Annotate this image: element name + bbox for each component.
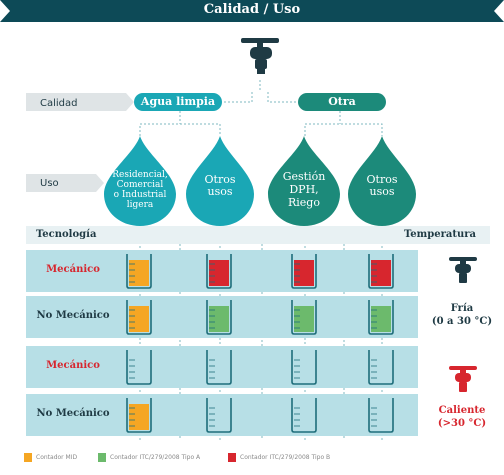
- temp-fria: Fría (0 a 30 °C): [431, 303, 493, 327]
- dark-tap-icon: [449, 257, 477, 283]
- meter-glass-icon: [206, 254, 232, 289]
- meter-outline: [291, 350, 317, 385]
- drop-otros-usos-1: [186, 136, 254, 226]
- meter-outline: [206, 398, 232, 433]
- label-temperatura: Temperatura: [404, 229, 476, 240]
- band-row: [26, 394, 418, 436]
- meter-outline: [368, 300, 394, 335]
- temp-caliente: Caliente (>30 °C): [437, 405, 487, 429]
- meter-outline: [368, 398, 394, 433]
- drop-gestion: [268, 136, 340, 226]
- band-label: Mecánico: [46, 264, 100, 275]
- meter-outline: [291, 398, 317, 433]
- legend-label-tipo-b: Contador ITC/279/2008 Tipo B: [240, 454, 331, 461]
- meter-glass-icon: [368, 254, 394, 289]
- meter-glass-icon: [368, 350, 394, 385]
- row-arrow-calidad: [26, 93, 134, 111]
- meter-glass-icon: [291, 254, 317, 289]
- meter-glass-icon: [368, 398, 394, 433]
- meter-fill: [294, 306, 314, 332]
- meter-outline: [368, 254, 394, 289]
- water-tap-icon: [241, 38, 279, 74]
- meter-outline: [206, 254, 232, 289]
- meter-glass-icon: [206, 350, 232, 385]
- drop-otros-usos-2: [348, 136, 416, 226]
- legend-swatch-tipo-a: [98, 453, 106, 462]
- legend: Contador MID Contador ITC/279/2008 Tipo …: [24, 451, 494, 465]
- meter-fill: [371, 306, 391, 332]
- header-banner: [0, 0, 504, 22]
- meter-fill: [209, 306, 229, 332]
- pill-agua-limpia: Agua limpia: [134, 93, 222, 111]
- band-label: No Mecánico: [36, 408, 110, 419]
- meter-glass-icon: [206, 300, 232, 335]
- meter-outline: [126, 398, 152, 433]
- meter-fill: [371, 260, 391, 286]
- band-label: Mecánico: [46, 360, 100, 371]
- meter-outline: [291, 254, 317, 289]
- meter-glass-icon: [126, 350, 152, 385]
- header-strip: [26, 226, 490, 244]
- legend-label-tipo-a: Contador ITC/279/2008 Tipo A: [110, 454, 201, 461]
- meter-outline: [206, 300, 232, 335]
- meter-outline: [126, 300, 152, 335]
- meter-glass-icon: [206, 398, 232, 433]
- red-tap-icon: [449, 366, 477, 392]
- legend-swatch-mid: [24, 453, 32, 462]
- meter-glass-icon: [126, 254, 152, 289]
- drop-residencial: [104, 136, 176, 226]
- meter-glass-icon: [291, 350, 317, 385]
- meter-fill: [129, 306, 149, 332]
- meter-fill: [129, 260, 149, 286]
- row-label-calidad-text: Calidad: [40, 98, 78, 109]
- meter-outline: [291, 300, 317, 335]
- meter-outline: [126, 254, 152, 289]
- legend-label-mid: Contador MID: [36, 454, 78, 461]
- meter-fill: [129, 404, 149, 430]
- meter-fill: [209, 260, 229, 286]
- row-label-uso: Uso: [40, 178, 59, 189]
- meter-glass-icon: [291, 300, 317, 335]
- band-row: [26, 346, 418, 388]
- meter-glass-icon: [291, 398, 317, 433]
- legend-swatch-tipo-b: [228, 453, 236, 462]
- meter-outline: [368, 350, 394, 385]
- meter-glass-icon: [368, 300, 394, 335]
- meter-outline: [206, 350, 232, 385]
- meter-outline: [126, 350, 152, 385]
- meter-fill: [294, 260, 314, 286]
- meter-glass-icon: [126, 300, 152, 335]
- label-tecnologia: Tecnología: [36, 229, 97, 240]
- meter-glass-icon: [126, 398, 152, 433]
- row-arrow-uso: [26, 174, 104, 192]
- page-title: Calidad / Uso: [203, 2, 301, 17]
- band-label: No Mecánico: [36, 310, 110, 321]
- pill-otra: Otra: [298, 93, 386, 111]
